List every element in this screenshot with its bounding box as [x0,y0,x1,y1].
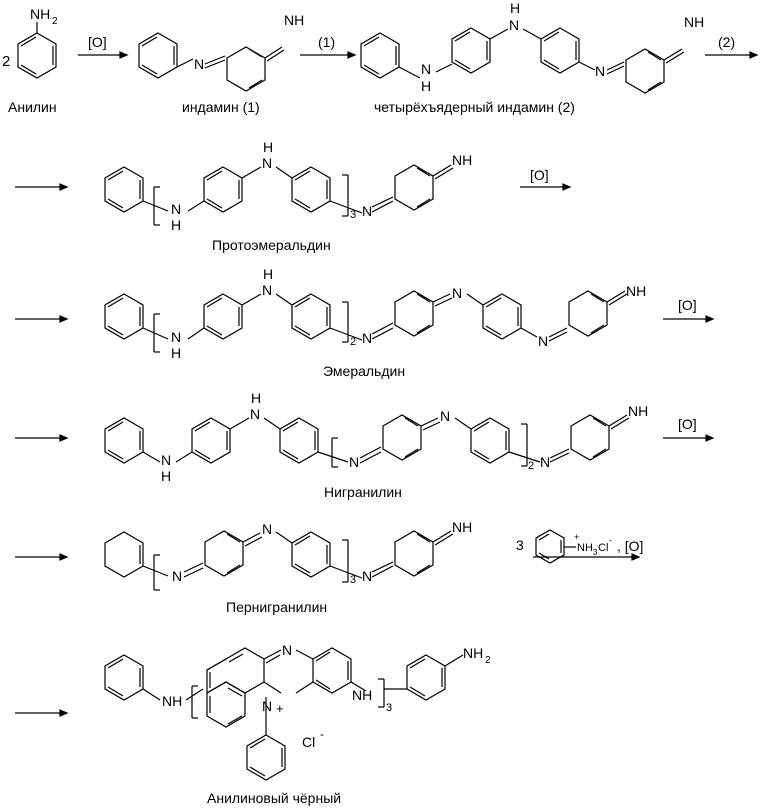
aniline-black-n-top: N [282,642,292,658]
aniline-nh2-label: NH [30,6,50,22]
protoemeraldine-n-label: N [362,203,372,219]
row4-arrow-label: [O] [678,416,697,432]
nigraniline-subscript: 2 [528,460,534,472]
emeraldine-nh-top-n: N [262,282,272,298]
aniline-black-nh-right: NH [352,687,372,703]
indamine2-imine-label: NH [684,14,704,30]
indamine1-name: индамин (1) [182,99,260,115]
nigraniline-name: Нигранилин [324,484,402,500]
aniline-name: Анилин [8,99,57,115]
aniline-black-nh2-label: NH [463,645,483,661]
indamine2-nh-bottom-h: H [421,78,431,94]
emeraldine-n3-label: N [538,333,548,349]
reagent-anilinium [535,529,576,564]
emeraldine-name: Эмеральдин [323,363,405,379]
protoemeraldine-name: Протоэмеральдин [212,237,331,253]
indamine2-structure [360,27,685,94]
row3-lead-arrow [15,315,69,323]
row2-arrow-label: [O] [530,167,549,183]
reaction-arrow-2 [300,51,357,59]
arrow3-label: (2) [718,34,735,50]
indamine1-imine-label: NH [284,12,304,28]
nigraniline-imine-label: NH [628,403,648,419]
reaction-arrow-1 [78,51,129,59]
aniline-nh2-subscript: 2 [52,16,58,27]
aniline-black-structure [104,647,464,781]
aniline-ring [17,22,57,79]
aniline-black-plus: + [276,701,284,716]
emeraldine-n1-label: N [362,330,372,346]
arrow2-label: (1) [318,34,335,50]
nigraniline-n3-label: N [540,454,550,470]
emeraldine-structure [104,290,628,353]
pernigraniline-imine-label: NH [452,519,472,535]
indamine2-name: четырёхъядерный индамин (2) [374,99,575,115]
protoemeraldine-structure [104,164,454,226]
emeraldine-nh-bottom-n: N [171,329,181,345]
protoemeraldine-imine-label: NH [452,152,472,168]
protoemeraldine-nh-top-n: N [262,155,272,171]
row5-arrow [533,553,641,561]
nigraniline-nh-top-h: H [251,390,261,406]
pernigraniline-subscript: 3 [350,574,356,586]
reagent-cl-charge: - [609,535,612,545]
nigraniline-n1-label: N [349,454,359,470]
reagent-nh3-subscript: 3 [593,548,598,557]
emeraldine-imine-label: NH [626,283,646,299]
indamine2-nh-top-h: H [510,0,520,16]
indamine2-n-label: N [595,63,605,79]
reagent-coefficient: 3 [516,537,524,553]
row4-arrow [663,434,715,442]
reagent-oxidant: , [O] [617,538,643,554]
chloride-label: Cl [302,734,315,750]
chloride-charge: - [320,727,324,741]
protoemeraldine-nh-bottom-h: H [171,217,181,233]
row3-arrow [663,315,715,323]
row2-arrow [520,183,572,191]
emeraldine-nh-bottom-h: H [171,345,181,361]
row4-lead-arrow [15,434,69,442]
indamine2-nh-top-n: N [509,17,519,33]
indamine2-nh-bottom-n: N [421,61,431,77]
pernigraniline-structure [104,530,454,591]
reagent-plus: + [574,532,579,542]
pernigraniline-n1-label: N [172,568,182,584]
nigraniline-nh-bottom-h: H [161,468,171,484]
indamine1-n-label: N [194,56,204,72]
protoemeraldine-subscript: 3 [350,209,356,221]
row6-lead-arrow [15,709,69,717]
nigraniline-n2-label: N [440,408,450,424]
row5-lead-arrow [15,553,69,561]
emeraldine-n2-label: N [452,285,462,301]
nigraniline-structure [104,414,630,468]
row3-arrow-label: [O] [678,297,697,313]
nigraniline-nh-bottom-n: N [161,452,171,468]
pernigraniline-name: Пернигранилин [226,599,327,615]
pernigraniline-n3-label: N [362,568,372,584]
aniline-black-nh-left: NH [162,693,182,709]
nigraniline-nh-top-n: N [250,406,260,422]
aniline-black-subscript: 3 [386,702,392,714]
emeraldine-subscript: 2 [350,336,356,348]
protoemeraldine-nh-bottom-n: N [171,201,181,217]
aniline-black-name: Анилиновый чёрный [207,790,341,806]
arrow1-label: [O] [88,34,107,50]
row2-lead-arrow [15,183,69,191]
protoemeraldine-nh-top-h: H [263,139,273,155]
aniline-black-n-plus: N [262,698,272,714]
indamine1-structure [138,32,285,92]
reagent-cl-label: Cl [598,542,608,554]
aniline-black-nh2-subscript: 2 [485,655,491,666]
aniline-coefficient: 2 [2,53,10,70]
reagent-nh3-label: NH [577,542,593,554]
reaction-arrow-3 [705,51,759,59]
pernigraniline-n2-label: N [262,521,272,537]
emeraldine-nh-top-h: H [263,266,273,282]
